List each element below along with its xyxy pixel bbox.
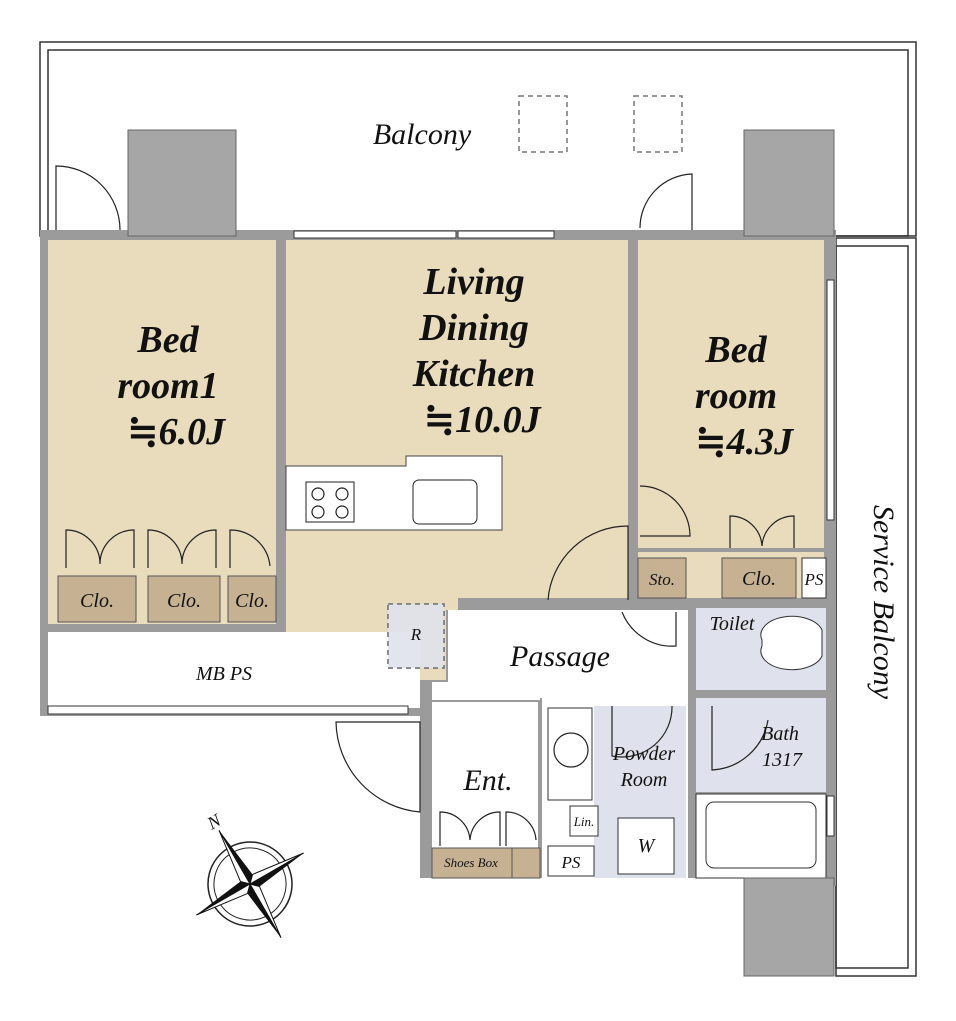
closet-label: Clo. bbox=[235, 590, 269, 612]
pillar bbox=[127, 129, 237, 237]
bedroom1 bbox=[48, 240, 276, 568]
bedroom1-label: room1 bbox=[117, 365, 218, 407]
bath-size: 1317 bbox=[762, 749, 803, 771]
ldk-label: Living bbox=[422, 261, 524, 303]
bedroom1-label: Bed bbox=[136, 319, 199, 361]
pillar bbox=[743, 129, 835, 237]
doors bbox=[55, 165, 795, 846]
entrance-label: Ent. bbox=[462, 764, 512, 797]
kitchen-counter bbox=[285, 455, 503, 531]
pillar bbox=[743, 877, 835, 977]
closet bbox=[721, 557, 797, 599]
sink-icon bbox=[412, 479, 478, 525]
closet bbox=[147, 575, 221, 623]
passage-label: Passage bbox=[509, 640, 610, 673]
balcony-label: Balcony bbox=[373, 118, 472, 151]
stove-icon bbox=[305, 481, 355, 523]
refrigerator-label: R bbox=[410, 625, 422, 644]
bedroom1-area: ≒6.0J bbox=[127, 411, 226, 453]
closet-label: Clo. bbox=[80, 590, 114, 612]
washer-label: W bbox=[638, 835, 657, 857]
closet-label: Clo. bbox=[742, 568, 776, 590]
ldk-label: Kitchen bbox=[412, 353, 535, 395]
toilet-icon bbox=[760, 615, 823, 671]
mbps bbox=[48, 632, 420, 708]
service-balcony-label: Service Balcony bbox=[867, 505, 900, 700]
linen-label: Lin. bbox=[573, 814, 595, 829]
powder-room-label: Room bbox=[620, 769, 668, 791]
storage bbox=[637, 557, 687, 599]
closet-label: Clo. bbox=[167, 590, 201, 612]
passage bbox=[432, 610, 688, 700]
shoes-box-label: Shoes Box bbox=[444, 855, 498, 870]
mbps-label: MB PS bbox=[195, 663, 252, 685]
washer-space bbox=[617, 817, 675, 875]
ldk-area: ≒10.0J bbox=[423, 399, 541, 441]
bedroom2 bbox=[638, 240, 824, 548]
ldk-label: Dining bbox=[418, 307, 529, 349]
closet bbox=[57, 575, 137, 623]
storage-label: Sto. bbox=[649, 570, 675, 589]
ps-label: PS bbox=[561, 853, 581, 872]
compass-rose-icon: N bbox=[196, 809, 304, 938]
ps-label: PS bbox=[804, 570, 824, 589]
vanity bbox=[547, 707, 593, 801]
closet bbox=[227, 575, 277, 623]
powder-room-label: Powder bbox=[612, 743, 675, 765]
toilet-label: Toilet bbox=[710, 613, 755, 635]
bath-room bbox=[696, 698, 826, 792]
bedroom2-area: ≒4.3J bbox=[695, 421, 794, 463]
bedroom2-label: room bbox=[695, 375, 777, 417]
bath-label: Bath bbox=[761, 723, 799, 745]
north-label: N bbox=[203, 809, 225, 833]
bedroom2-label: Bed bbox=[704, 329, 767, 371]
service-balcony-area: Service Balcony bbox=[835, 237, 917, 977]
